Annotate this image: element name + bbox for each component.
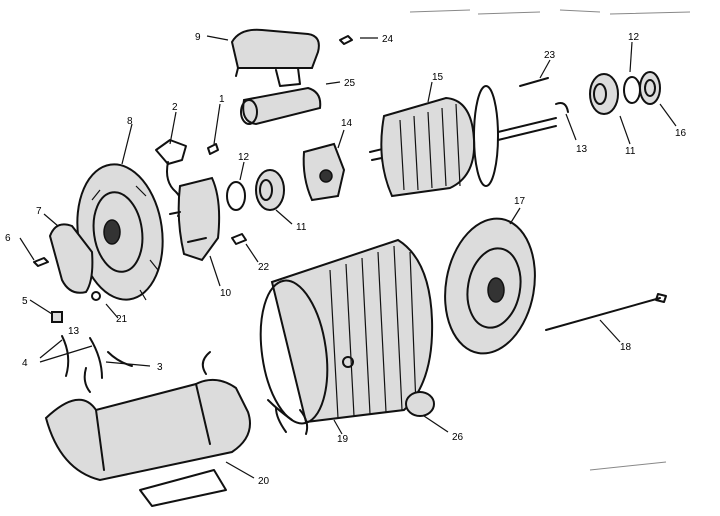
- bearing-right: [589, 73, 619, 115]
- callout-3: 3: [157, 362, 163, 373]
- callout-25: 25: [344, 78, 356, 89]
- callout-9: 9: [195, 32, 201, 43]
- terminal-part: [231, 233, 247, 245]
- nut-part: [51, 311, 63, 323]
- callout-14: 14: [341, 118, 353, 129]
- callout-12-left: 12: [238, 152, 250, 163]
- wire-part: [107, 351, 133, 367]
- callout-12-right: 12: [628, 32, 640, 43]
- callout-10: 10: [220, 288, 232, 299]
- callout-4: 4: [22, 358, 28, 369]
- callout-21: 21: [116, 314, 128, 325]
- callout-1: 1: [219, 94, 225, 105]
- callout-20: 20: [258, 476, 270, 487]
- callout-24: 24: [382, 34, 394, 45]
- bottom-rule: [589, 461, 667, 471]
- ring-right-13: [555, 102, 569, 113]
- callout-7: 7: [36, 206, 42, 217]
- bearing-left: [255, 169, 285, 211]
- callout-13-left: 13: [68, 326, 80, 337]
- front-end-bell-part: [444, 217, 536, 355]
- cover-plate-part: [48, 223, 94, 294]
- callout-17: 17: [514, 196, 526, 207]
- clip-part: [207, 143, 219, 155]
- end-cap-part: [639, 71, 661, 105]
- callout-11-left: 11: [296, 222, 307, 233]
- callout-11-right: 11: [625, 146, 636, 157]
- callout-18: 18: [620, 342, 632, 353]
- callout-15: 15: [432, 72, 444, 83]
- callout-26: 26: [452, 432, 464, 443]
- callout-labels: 1 2 3 4 5 6 7 8 9 10 11 11 12 12 13 13 1…: [5, 32, 687, 487]
- rotor-part: [369, 85, 557, 198]
- clip-spring-part: [61, 335, 103, 379]
- header-scribble: [409, 9, 691, 15]
- centrifugal-mechanism-part: [302, 142, 346, 202]
- screw-part-6: [33, 257, 49, 267]
- plug-part: [405, 391, 435, 417]
- callout-8: 8: [127, 116, 133, 127]
- callout-13-right: 13: [576, 144, 588, 155]
- callout-2: 2: [172, 102, 178, 113]
- retaining-ring-left: [226, 181, 246, 211]
- capacitor-cover-part: [230, 28, 320, 87]
- callout-5: 5: [22, 296, 28, 307]
- switch-plate-part: [169, 176, 221, 262]
- callout-leaders: [19, 35, 677, 479]
- screw-part: [339, 35, 353, 45]
- callout-6: 6: [5, 233, 11, 244]
- retaining-ring-right: [623, 76, 641, 104]
- key-part: [519, 77, 549, 87]
- capacitor-part: [240, 86, 322, 126]
- through-bolt-part: [545, 293, 667, 331]
- callout-22: 22: [258, 262, 270, 273]
- base-part: [44, 351, 251, 507]
- callout-19: 19: [337, 434, 349, 445]
- callout-23: 23: [544, 50, 556, 61]
- washer-part-21: [91, 291, 101, 301]
- callout-16: 16: [675, 128, 687, 139]
